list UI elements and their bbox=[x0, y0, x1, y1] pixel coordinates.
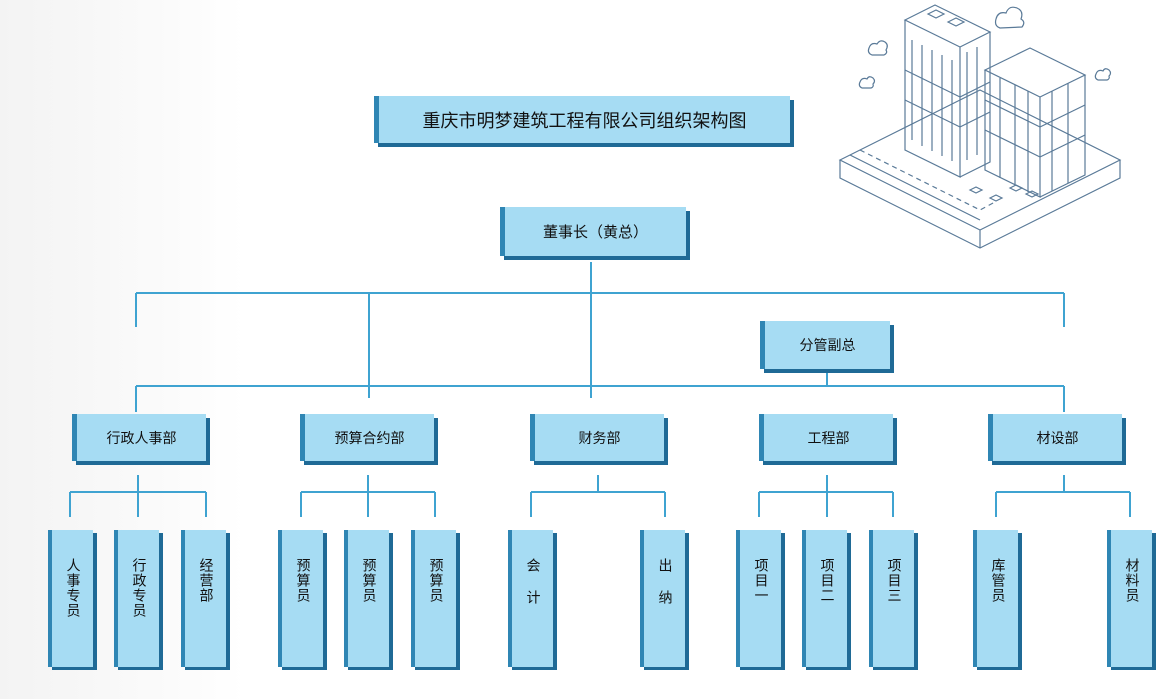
staff-label: 预算员 bbox=[360, 558, 377, 603]
staff-estimator-3: 预算员 bbox=[411, 530, 456, 667]
chart-title: 重庆市明梦建筑工程有限公司组织架构图 bbox=[374, 96, 790, 143]
staff-cashier: 出纳 bbox=[640, 530, 685, 667]
building-illustration bbox=[838, 4, 1122, 249]
staff-label: 项目三 bbox=[885, 558, 902, 603]
staff-business-dept: 经营部 bbox=[181, 530, 226, 667]
staff-label: 行政专员 bbox=[130, 558, 147, 618]
dept-finance: 财务部 bbox=[530, 414, 664, 461]
staff-hr-specialist: 人事专员 bbox=[48, 530, 93, 667]
dept-materials: 材设部 bbox=[988, 414, 1122, 461]
vice-president-box: 分管副总 bbox=[760, 321, 890, 369]
staff-label: 出纳 bbox=[656, 558, 673, 622]
chairman-box: 董事长（黄总） bbox=[500, 207, 686, 256]
staff-warehouse-keeper: 库管员 bbox=[973, 530, 1018, 667]
staff-project-1: 项目一 bbox=[736, 530, 781, 667]
staff-label: 材料员 bbox=[1123, 558, 1140, 603]
staff-label: 库管员 bbox=[989, 558, 1006, 603]
staff-estimator-1: 预算员 bbox=[278, 530, 323, 667]
staff-label: 预算员 bbox=[427, 558, 444, 603]
staff-project-3: 项目三 bbox=[869, 530, 914, 667]
dept-engineering: 工程部 bbox=[759, 414, 893, 461]
dept-budget-contract: 预算合约部 bbox=[300, 414, 434, 461]
staff-label: 项目一 bbox=[752, 558, 769, 603]
staff-accountant: 会计 bbox=[508, 530, 553, 667]
staff-label: 经营部 bbox=[197, 558, 214, 603]
staff-admin-specialist: 行政专员 bbox=[114, 530, 159, 667]
staff-estimator-2: 预算员 bbox=[344, 530, 389, 667]
staff-material-clerk: 材料员 bbox=[1107, 530, 1152, 667]
staff-label: 项目二 bbox=[818, 558, 835, 603]
staff-project-2: 项目二 bbox=[802, 530, 847, 667]
dept-admin-hr: 行政人事部 bbox=[72, 414, 206, 461]
staff-label: 预算员 bbox=[294, 558, 311, 603]
staff-label: 人事专员 bbox=[64, 558, 81, 618]
staff-label: 会计 bbox=[524, 558, 541, 622]
